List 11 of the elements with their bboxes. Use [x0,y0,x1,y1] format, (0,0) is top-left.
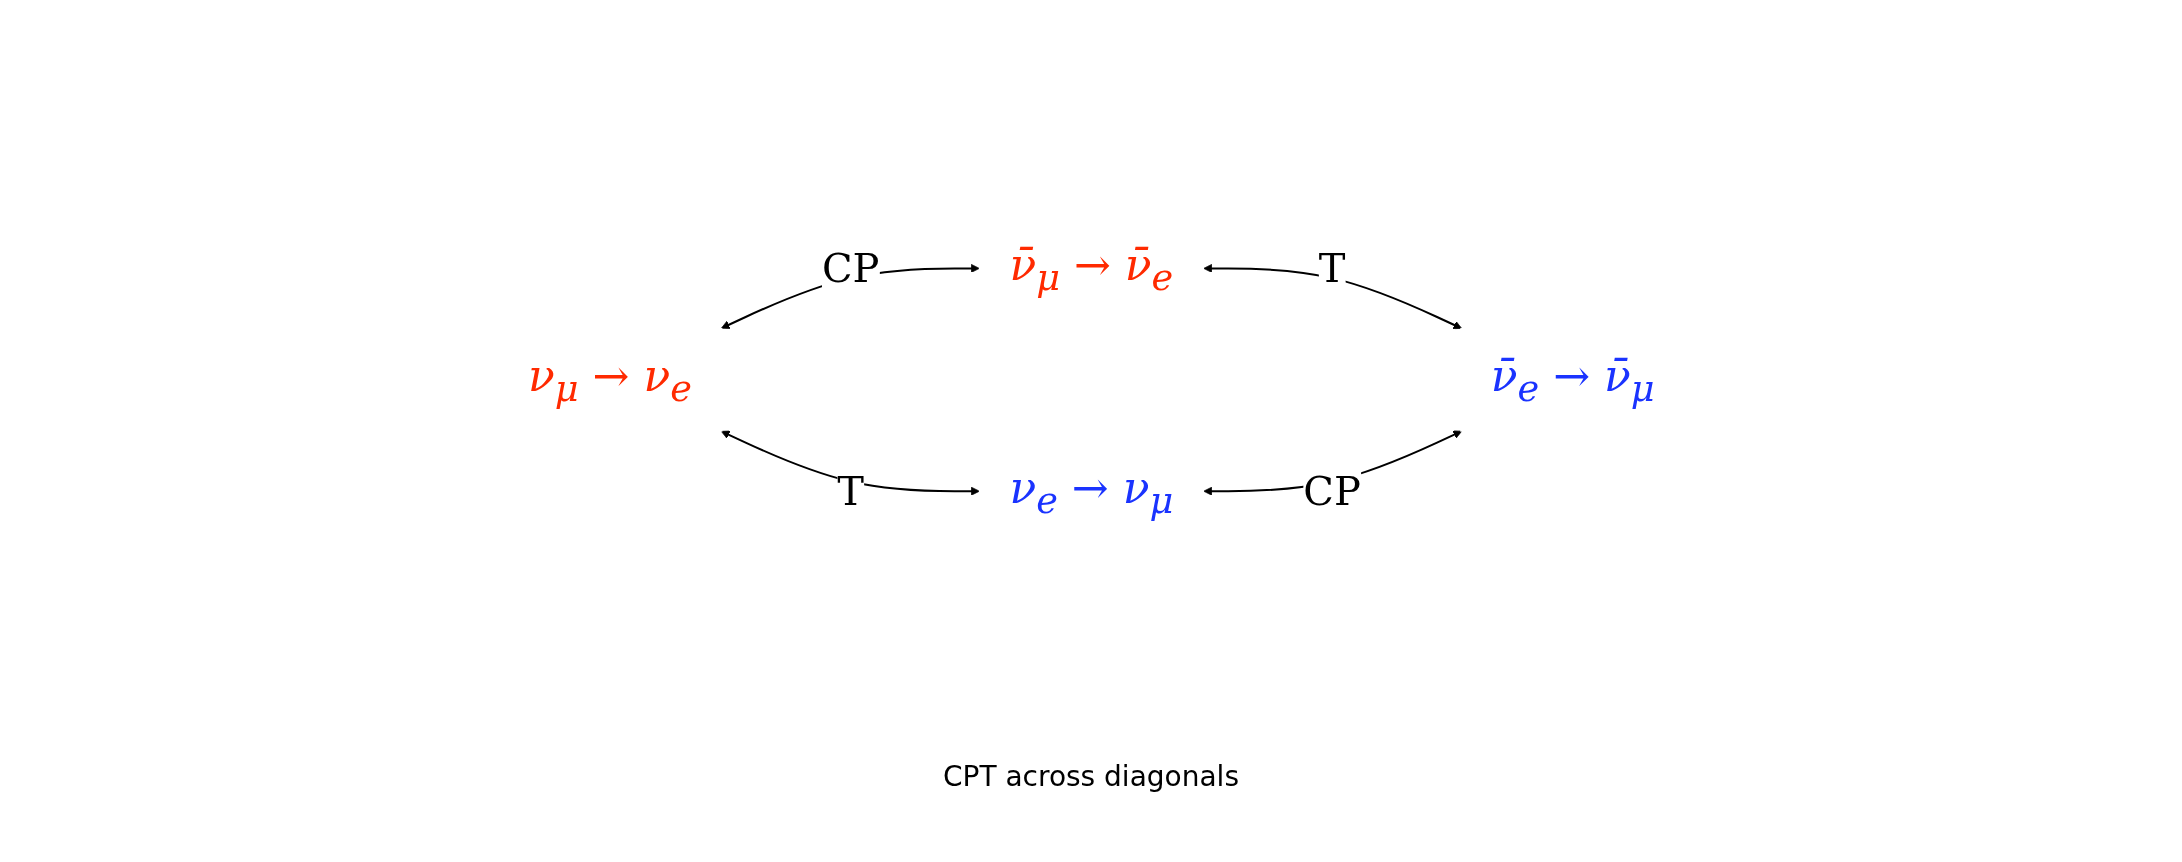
edge-label: T [836,468,864,515]
arrow [1202,264,1462,330]
arrow [720,430,980,496]
edge-label: CP [1302,468,1361,515]
node-text: ν$_{e}$ → ν$_{μ}$ [1009,462,1173,522]
node-text: ν̄$_{e}$ → ν̄$_{μ}$ [1490,350,1655,411]
note-text: CPT across diagonals [942,760,1240,793]
node-text: ν$_{μ}$ → ν$_{e}$ [527,350,692,411]
edge-label: T [1318,245,1346,292]
node-text: ν̄$_{μ}$ → ν̄$_{e}$ [1009,239,1173,299]
edge-label: CP [821,245,880,292]
